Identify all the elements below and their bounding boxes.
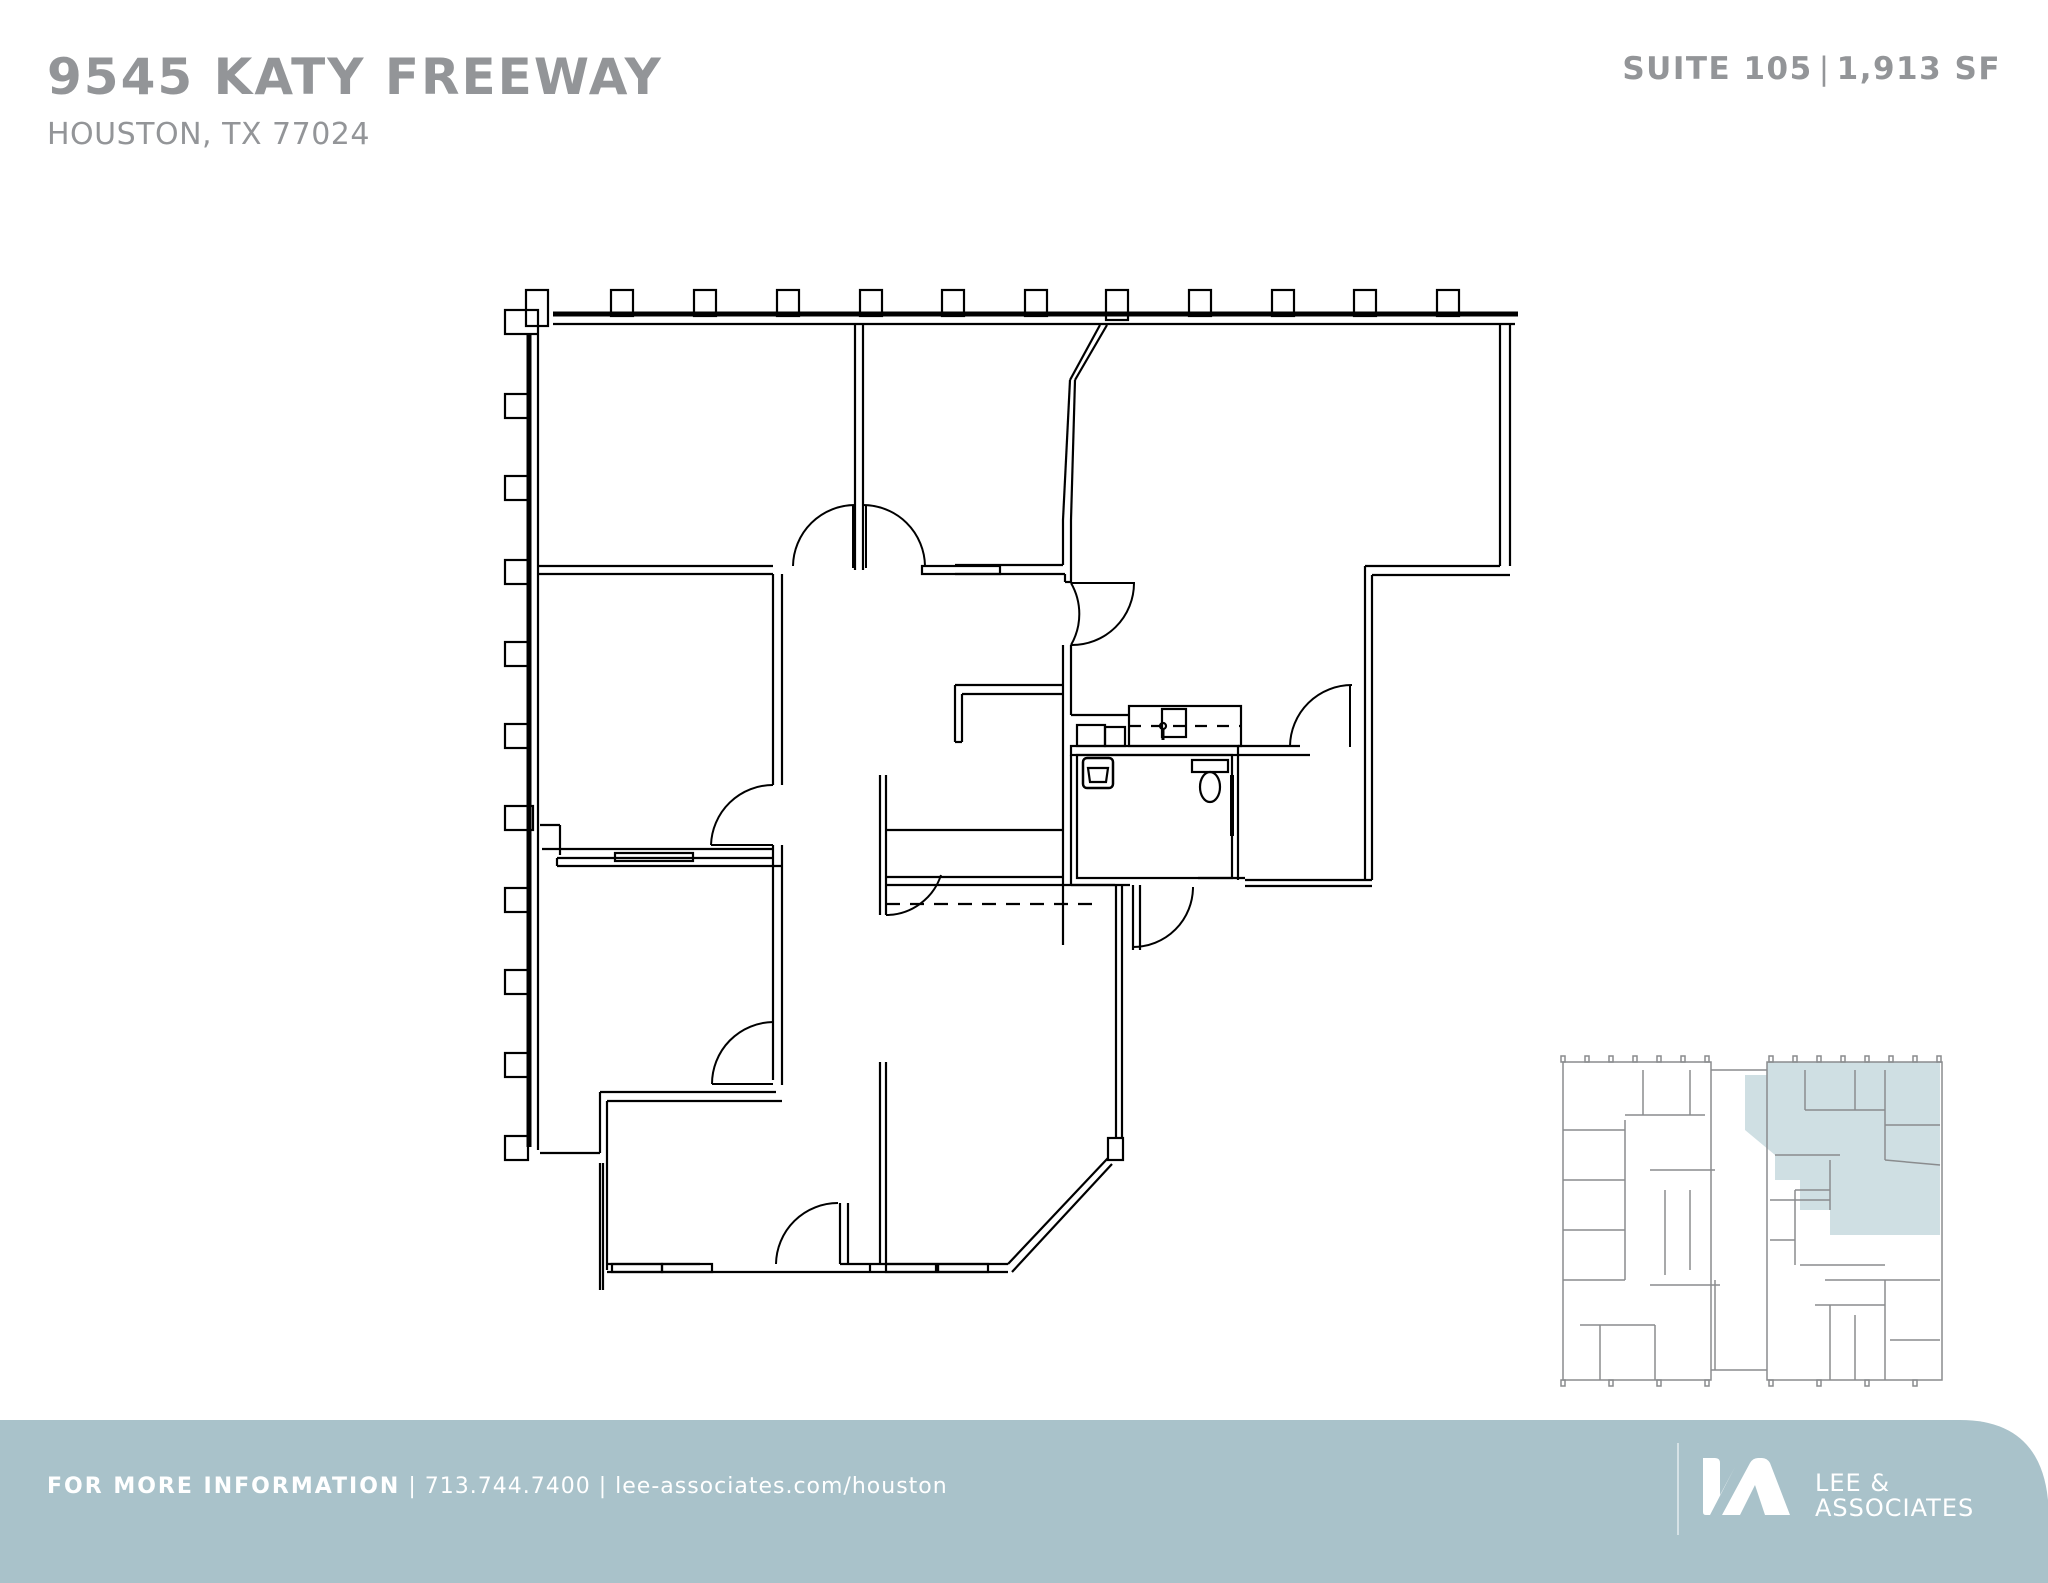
phone-number[interactable]: 713.744.7400 (424, 1474, 591, 1499)
exterior-wall-top (524, 288, 1518, 328)
sink-icon (1081, 756, 1115, 790)
contact-info: FOR MORE INFORMATION | 713.744.7400 | lee-as… (47, 1476, 948, 1498)
kitchenette-sink-icon (1158, 721, 1168, 740)
property-title: 9545 KATY FREEWAY (47, 48, 663, 106)
door-swing-icons (710, 504, 1353, 1265)
footer-background (0, 1420, 2048, 1583)
property-address: HOUSTON, TX 77024 (47, 117, 370, 152)
keyplan-interior-walls (1563, 1070, 1941, 1380)
keyplan-columns (1560, 1055, 1942, 1387)
exterior-wall-left (503, 308, 540, 1162)
logo-line-2: ASSOCIATES (1815, 1494, 1975, 1522)
suite-info: SUITE 105|1,913 SF (1622, 54, 2001, 85)
key-plan (1560, 1055, 1943, 1387)
suite-area: 1,913 SF (1836, 51, 2001, 87)
logo-wordmark: LEE & ASSOCIATES (1815, 1471, 1974, 1521)
suite-separator: | (1818, 51, 1831, 87)
logo-line-1: LEE & (1815, 1469, 1891, 1497)
more-info-label: FOR MORE INFORMATION (47, 1474, 401, 1499)
separator: | (598, 1474, 608, 1499)
suite-number: SUITE 105 (1622, 51, 1813, 87)
website-link[interactable]: lee-associates.com/houston (615, 1474, 948, 1499)
separator: | (408, 1474, 417, 1499)
toilet-icon (1190, 758, 1234, 836)
footer-bar (0, 1420, 2048, 1583)
lee-associates-logo-icon (1703, 1458, 1790, 1515)
suite-highlight (1745, 1062, 1940, 1235)
footer-divider (1677, 1443, 1679, 1535)
interior-walls (538, 324, 1512, 1290)
